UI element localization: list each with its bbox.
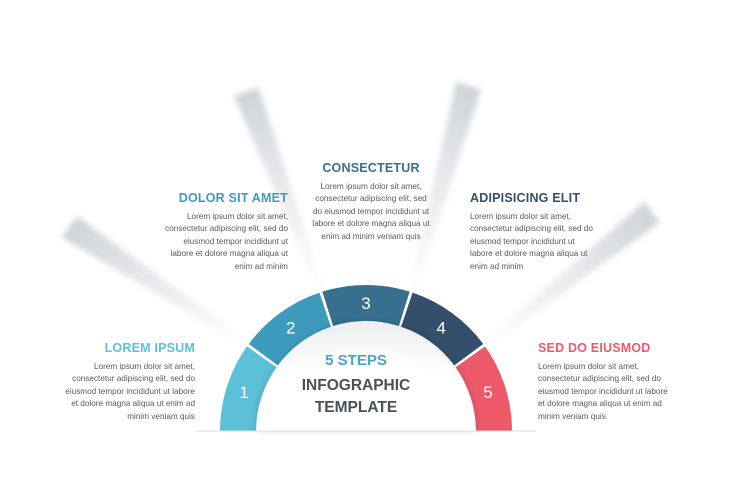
step-2-line: enim ad minim: [234, 261, 288, 271]
step-1-title: LOREM IPSUM: [104, 341, 195, 355]
segment-numbers: 1 2 3 4 5: [239, 294, 492, 402]
beam-shadow: [61, 216, 256, 351]
step-1-line: et dolore magna aliqua ut enim ad: [71, 399, 195, 409]
ring-segment-5: [455, 346, 512, 431]
segment-number-5: 5: [483, 383, 492, 402]
step-1-block: LOREM IPSUM Lorem ipsum dolor sit amet, …: [40, 341, 195, 423]
step-2-line: eiusmod tempor incididunt ut: [183, 236, 288, 246]
step-3-title: CONSECTETUR: [322, 161, 420, 175]
beam-shape: [478, 201, 660, 352]
step-1-line: eiusmod tempor incididunt ut labore: [65, 386, 195, 396]
step-1-line: Lorem ipsum dolor sit amet,: [93, 362, 195, 371]
center-line-2: INFOGRAPHIC: [301, 377, 411, 394]
step-5-text: Lorem ipsum dolor sit amet, consectetur …: [538, 361, 698, 423]
beam-shape: [407, 81, 482, 300]
center-disc-shape: [257, 322, 475, 431]
beam-shadow: [407, 81, 482, 300]
step-3-line: do eiusmod tempor incididunt ut: [312, 206, 430, 216]
step-4-line: consectetur adipiscing elit, sed do: [470, 224, 593, 234]
beam-shape: [61, 216, 256, 351]
step-5-line: eiusmod tempor incididunt ut labore: [538, 386, 668, 396]
center-line-3: TEMPLATE: [314, 399, 398, 416]
step-2-line: labore et dolore magna aliqua ut: [170, 249, 288, 259]
ring-segment-4: [401, 292, 484, 366]
step-5-line: et dolore magna aliqua ut enim ad: [538, 399, 662, 409]
step-4-line: enim ad minim: [470, 261, 524, 271]
step-2-title: DOLOR SIT AMET: [178, 191, 288, 205]
ring-segments: [220, 285, 512, 431]
step-4-text: Lorem ipsum dolor sit amet, consectetur …: [470, 211, 625, 273]
step-5-block: SED DO EIUSMOD Lorem ipsum dolor sit ame…: [538, 341, 698, 423]
beam-shadow: [233, 87, 327, 299]
step-1-line: consectetur adipiscing elit, sed do: [72, 374, 195, 384]
step-2-block: DOLOR SIT AMET Lorem ipsum dolor sit ame…: [133, 191, 288, 273]
beam-shadows: [61, 81, 660, 352]
beam-shape: [233, 87, 327, 299]
step-2-line: Lorem ipsum dolor sit amet,: [186, 212, 288, 221]
center-disc: [257, 322, 475, 431]
segment-number-4: 4: [437, 318, 446, 337]
step-2-text: Lorem ipsum dolor sit amet, consectetur …: [133, 211, 288, 273]
step-2-line: consectetur adipiscing elit, sed do: [165, 224, 288, 234]
step-4-line: eiusmod tempor incididunt ut: [470, 236, 575, 246]
step-4-line: labore et dolore magna aliqua ut: [470, 249, 588, 259]
center-line-1: 5 STEPS: [325, 352, 387, 369]
ring-segment-1: [220, 346, 277, 431]
ring-segment-2: [248, 292, 331, 366]
step-4-line: Lorem ipsum dolor sit amet,: [470, 212, 572, 221]
segment-number-2: 2: [286, 318, 295, 337]
step-5-line: Lorem ipsum dolor sit amet,: [538, 362, 640, 371]
step-3-text: Lorem ipsum dolor sit amet, consectetur …: [296, 181, 446, 243]
step-3-line: enim ad minim veniam quis: [321, 231, 421, 241]
step-3-line: Lorem ipsum dolor sit amet,: [320, 182, 422, 191]
segment-number-1: 1: [239, 383, 248, 402]
step-1-line: minim veniam quis: [127, 411, 195, 421]
step-4-title: ADIPISICING ELIT: [470, 191, 581, 205]
beam-shadow: [478, 201, 660, 352]
step-5-line: consectetur adipiscing elit, sed do: [538, 374, 661, 384]
center-title: 5 STEPS INFOGRAPHIC TEMPLATE: [276, 352, 436, 419]
step-3-line: labore et dolore magna aliqua ut: [312, 219, 430, 229]
segment-number-3: 3: [361, 294, 370, 313]
step-4-block: ADIPISICING ELIT Lorem ipsum dolor sit a…: [470, 191, 625, 273]
step-1-text: Lorem ipsum dolor sit amet, consectetur …: [40, 361, 195, 423]
step-3-block: CONSECTETUR Lorem ipsum dolor sit amet, …: [296, 161, 446, 243]
ring-segment-3: [322, 285, 410, 327]
step-5-line: minim veniam quis: [538, 411, 606, 421]
step-5-title: SED DO EIUSMOD: [538, 341, 651, 355]
step-3-line: consectetur adipiscing elit, sed: [315, 194, 427, 204]
